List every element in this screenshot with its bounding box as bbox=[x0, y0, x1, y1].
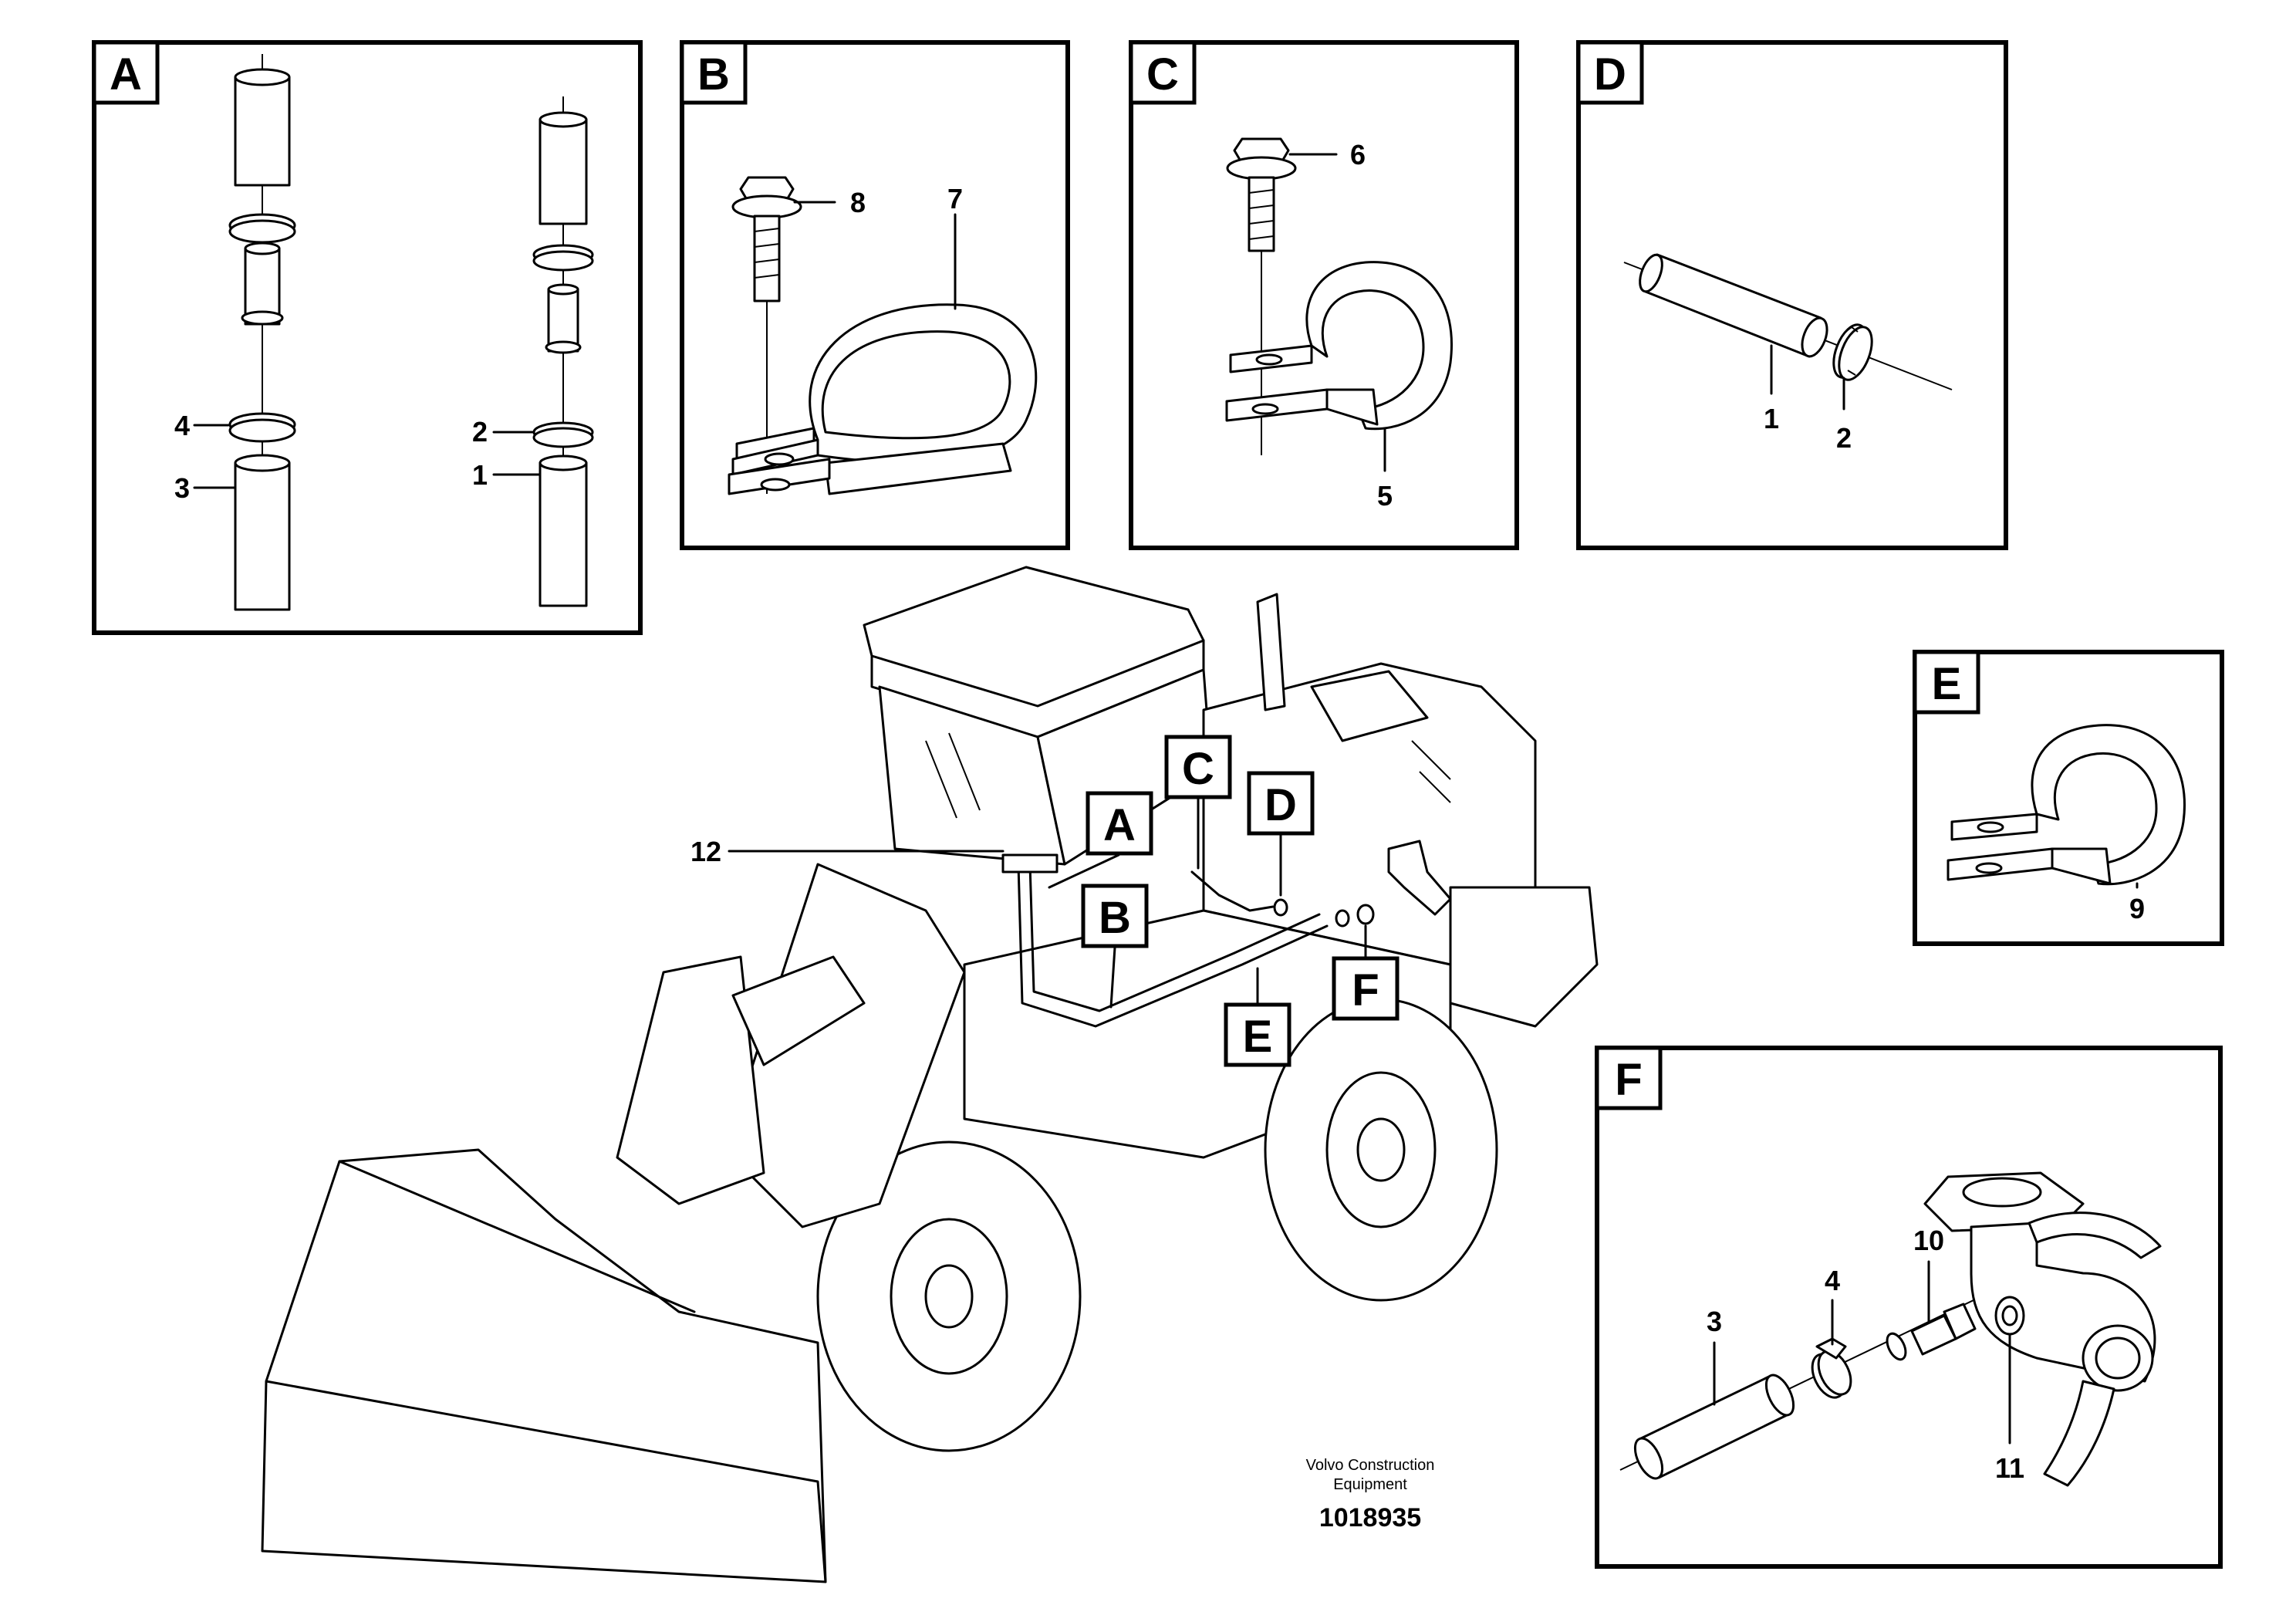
main-tag-a: A bbox=[1048, 791, 1153, 889]
svg-text:E: E bbox=[1243, 1012, 1273, 1062]
callout-c-5: 5 bbox=[1377, 427, 1393, 512]
panel-a: A 4 3 bbox=[92, 40, 643, 635]
panel-f-tag: F bbox=[1615, 1055, 1642, 1105]
svg-text:A: A bbox=[1103, 800, 1136, 850]
wheel-loader-illustration bbox=[261, 566, 1599, 1583]
svg-text:10: 10 bbox=[1913, 1225, 1944, 1256]
callout-a-3: 3 bbox=[174, 472, 236, 504]
callout-f-4: 4 bbox=[1825, 1265, 1840, 1346]
clamp-f-4 bbox=[1811, 1337, 1852, 1399]
nipple-f-10 bbox=[1886, 1303, 1977, 1361]
main-tag-b: B bbox=[1081, 884, 1149, 1009]
clamp-5 bbox=[1225, 261, 1453, 431]
panel-c-tag: C bbox=[1146, 49, 1179, 100]
main-tag-f: F bbox=[1332, 924, 1400, 1021]
callout-d-2: 2 bbox=[1836, 377, 1852, 454]
callout-f-11: 11 bbox=[1995, 1333, 2024, 1484]
panel-c: C 6 5 bbox=[1129, 40, 1519, 550]
hose-assembly-left bbox=[228, 54, 296, 611]
callout-a-1: 1 bbox=[472, 459, 542, 491]
brand-line-1: Volvo Construction bbox=[1306, 1457, 1435, 1474]
panel-f: F 3 bbox=[1595, 1046, 2223, 1569]
callout-d-1: 1 bbox=[1764, 344, 1779, 434]
bolt-6 bbox=[1226, 137, 1297, 455]
svg-text:1: 1 bbox=[472, 459, 488, 491]
panel-b: B 8 7 bbox=[680, 40, 1070, 550]
svg-text:B: B bbox=[1099, 893, 1131, 943]
svg-text:6: 6 bbox=[1350, 139, 1366, 171]
panel-d-tag: D bbox=[1594, 49, 1626, 100]
callout-main-12: 12 bbox=[690, 836, 1004, 867]
callout-b-8: 8 bbox=[793, 187, 866, 218]
callout-e-9: 9 bbox=[2129, 882, 2145, 924]
main-tag-d: D bbox=[1247, 771, 1315, 897]
svg-text:4: 4 bbox=[174, 410, 190, 441]
svg-text:2: 2 bbox=[472, 416, 488, 448]
clamp-9 bbox=[1947, 724, 2186, 886]
callout-f-10: 10 bbox=[1913, 1225, 1944, 1323]
drawing-number: 1018935 bbox=[1319, 1503, 1421, 1532]
svg-text:11: 11 bbox=[1995, 1452, 2024, 1484]
svg-text:F: F bbox=[1352, 965, 1379, 1015]
hose-assembly-right bbox=[532, 96, 594, 607]
svg-text:4: 4 bbox=[1825, 1265, 1840, 1296]
callout-b-7: 7 bbox=[947, 183, 963, 310]
svg-text:12: 12 bbox=[690, 836, 721, 867]
svg-text:1: 1 bbox=[1764, 403, 1779, 434]
svg-text:D: D bbox=[1264, 780, 1297, 830]
main-tag-e: E bbox=[1224, 967, 1292, 1067]
main-tag-c: C bbox=[1164, 735, 1232, 870]
elbow-housing-f bbox=[1923, 1171, 2162, 1487]
panel-e-tag: E bbox=[1932, 659, 1962, 709]
svg-text:9: 9 bbox=[2129, 893, 2145, 924]
callout-f-3: 3 bbox=[1707, 1306, 1722, 1406]
callout-a-4: 4 bbox=[174, 410, 230, 441]
svg-text:5: 5 bbox=[1377, 480, 1393, 512]
callout-c-6: 6 bbox=[1288, 139, 1366, 171]
svg-text:2: 2 bbox=[1836, 422, 1852, 454]
svg-text:8: 8 bbox=[850, 187, 866, 218]
brand-line-2: Equipment bbox=[1333, 1476, 1407, 1493]
clamp-7 bbox=[728, 303, 1038, 495]
svg-text:3: 3 bbox=[1707, 1306, 1722, 1337]
svg-text:C: C bbox=[1182, 744, 1214, 794]
panel-a-tag: A bbox=[110, 49, 142, 100]
panel-b-tag: B bbox=[697, 49, 730, 100]
hose-d bbox=[1623, 253, 1953, 390]
svg-text:3: 3 bbox=[174, 472, 190, 504]
panel-e: E 9 bbox=[1913, 650, 2224, 946]
footer-credit: Volvo Construction Equipment 1018935 bbox=[1306, 1457, 1435, 1532]
hose-f-3 bbox=[1619, 1280, 2014, 1480]
callout-a-2: 2 bbox=[472, 416, 535, 448]
panel-d: D 1 2 bbox=[1576, 40, 2008, 550]
svg-text:7: 7 bbox=[947, 183, 963, 215]
